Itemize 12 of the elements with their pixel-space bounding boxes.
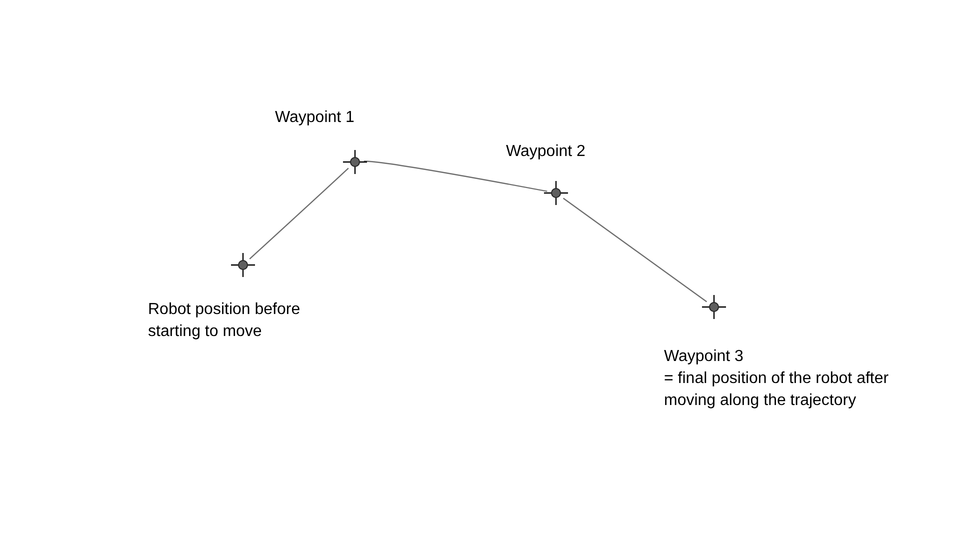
waypoint-marker <box>343 150 367 174</box>
waypoint-label: Waypoint 3 <box>664 347 744 367</box>
trajectory-line <box>249 168 349 260</box>
trajectory-line <box>364 160 548 192</box>
waypoint-label: = final position of the robot after moving along the trajectory <box>664 369 890 411</box>
waypoint-marker <box>702 295 726 319</box>
waypoint-label: Waypoint 2 <box>506 142 586 162</box>
trajectory-line <box>562 198 708 302</box>
waypoint-label: Waypoint 1 <box>275 108 356 128</box>
waypoint-label: Robot position before starting to move <box>148 300 302 342</box>
waypoint-marker <box>231 253 255 277</box>
waypoint-marker <box>544 181 568 205</box>
